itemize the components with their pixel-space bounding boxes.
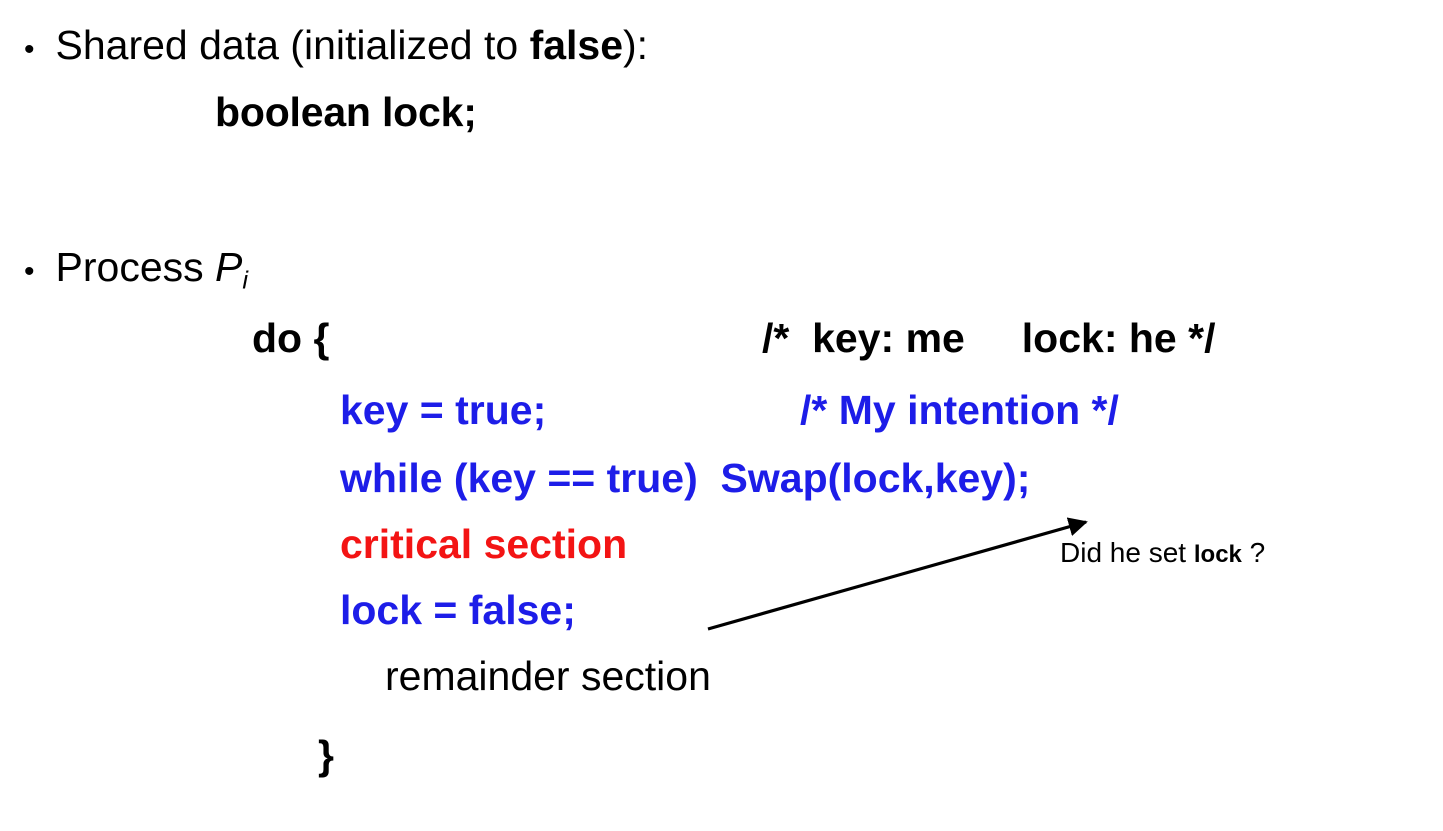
shared-data-lead: Shared data (initialized to [55, 22, 530, 68]
process-label: Process [55, 244, 216, 290]
bullet-shared-data: • Shared data (initialized to false): [24, 22, 648, 69]
process-variable-p: P [215, 244, 243, 290]
process-variable-subscript: i [242, 266, 249, 295]
shared-data-false-keyword: false [529, 22, 624, 68]
code-line-key-assign: key = true; [340, 387, 547, 433]
annotation-suffix: ? [1241, 537, 1266, 568]
declaration-boolean-lock: boolean lock; [215, 89, 477, 135]
code-line-lock-release: lock = false; [340, 587, 576, 633]
code-line-while-swap: while (key == true) Swap(lock,key); [340, 455, 1031, 501]
code-line-do-close: } [318, 732, 334, 778]
shared-data-tail: ): [623, 22, 649, 68]
comment-key-me-lock-he: /* key: me lock: he */ [762, 315, 1216, 361]
comment-my-intention: /* My intention */ [800, 387, 1119, 433]
code-line-do-open: do { [252, 315, 330, 361]
annotation-prefix: Did he set [1060, 537, 1194, 568]
code-line-critical-section: critical section [340, 521, 628, 567]
arrow-line [707, 517, 1088, 631]
annotation-keyword-lock: lock [1193, 541, 1242, 568]
bullet-process-pi: • Process Pi [24, 244, 248, 296]
bullet-process-pi-text: Process Pi [56, 244, 249, 296]
bullet-shared-data-text: Shared data (initialized to false): [56, 22, 649, 69]
bullet-marker-icon: • [24, 255, 35, 288]
bullet-marker-icon: • [24, 33, 35, 66]
annotation-did-he-set-lock: Did he set lock ? [1060, 539, 1265, 567]
code-line-remainder-section: remainder section [385, 653, 711, 699]
